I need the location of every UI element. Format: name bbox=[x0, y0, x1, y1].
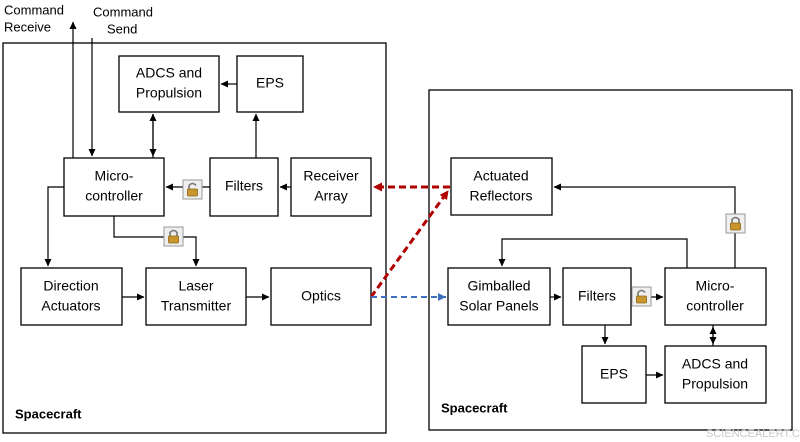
command-send-label-line1: Command bbox=[93, 4, 153, 19]
adcs-label-line1: ADCS and bbox=[682, 356, 748, 372]
filters-box-left: Filters bbox=[209, 157, 279, 217]
command-send-label-line2: Send bbox=[107, 21, 137, 36]
left-spacecraft-title: Spacecraft bbox=[15, 406, 82, 421]
right-spacecraft-frame bbox=[428, 89, 793, 431]
left-spacecraft-frame bbox=[2, 42, 387, 434]
eps-box-left: EPS bbox=[236, 55, 304, 113]
receiver-label-line2: Array bbox=[314, 188, 347, 204]
watermark-text: SCIENCEALERT.COM bbox=[706, 428, 800, 440]
eps-label: EPS bbox=[256, 75, 284, 91]
solar-label-line2: Solar Panels bbox=[459, 298, 538, 314]
lock-icon bbox=[725, 213, 746, 234]
adcs-propulsion-box-left: ADCS and Propulsion bbox=[118, 55, 220, 113]
connector-micro-to-reflectors bbox=[553, 183, 736, 268]
solar-label-line1: Gimballed bbox=[467, 278, 530, 294]
lock-icon bbox=[163, 226, 184, 247]
adcs-propulsion-box-right: ADCS and Propulsion bbox=[664, 345, 767, 404]
laser-transmitter-box: Laser Transmitter bbox=[145, 267, 247, 326]
direction-label-line2: Actuators bbox=[41, 298, 100, 314]
filters-label: Filters bbox=[578, 288, 616, 304]
actuated-reflectors-box: Actuated Reflectors bbox=[450, 157, 553, 216]
right-spacecraft-title: Spacecraft bbox=[441, 400, 508, 415]
connector-micro-to-direction bbox=[44, 186, 64, 267]
lock-icon bbox=[631, 286, 652, 307]
command-receive-label-line2: Receive bbox=[4, 19, 51, 34]
filters-label: Filters bbox=[225, 178, 263, 194]
direction-actuators-box: Direction Actuators bbox=[20, 267, 123, 326]
eps-box-right: EPS bbox=[581, 345, 647, 404]
micro-label-line1: Micro- bbox=[696, 278, 735, 294]
adcs-label-line2: Propulsion bbox=[136, 85, 202, 101]
microcontroller-box-left: Micro- controller bbox=[63, 157, 165, 217]
receiver-label-line1: Receiver bbox=[303, 168, 359, 184]
receiver-array-box: Receiver Array bbox=[290, 157, 372, 217]
connector-micro-to-solar bbox=[498, 238, 688, 268]
microcontroller-box-right: Micro- controller bbox=[664, 267, 767, 326]
adcs-label-line2: Propulsion bbox=[682, 376, 748, 392]
optics-label: Optics bbox=[301, 288, 341, 304]
micro-label-line2: controller bbox=[686, 298, 744, 314]
adcs-label-line1: ADCS and bbox=[136, 65, 202, 81]
connector-micro-to-laser bbox=[113, 216, 200, 267]
optical-link-optics-to-reflectors bbox=[369, 190, 450, 298]
reflectors-label-line2: Reflectors bbox=[469, 188, 532, 204]
gimballed-solar-panels-box: Gimballed Solar Panels bbox=[447, 267, 551, 326]
filters-box-right: Filters bbox=[562, 267, 632, 326]
eps-label: EPS bbox=[600, 366, 628, 382]
laser-label-line1: Laser bbox=[178, 278, 213, 294]
command-receive-label-line1: Command bbox=[4, 2, 64, 17]
optics-box: Optics bbox=[270, 267, 372, 326]
reflectors-label-line1: Actuated bbox=[473, 168, 528, 184]
lock-icon bbox=[182, 179, 203, 200]
direction-label-line1: Direction bbox=[43, 278, 98, 294]
micro-label-line2: controller bbox=[85, 188, 143, 204]
laser-label-line2: Transmitter bbox=[161, 298, 232, 314]
micro-label-line1: Micro- bbox=[95, 168, 134, 184]
